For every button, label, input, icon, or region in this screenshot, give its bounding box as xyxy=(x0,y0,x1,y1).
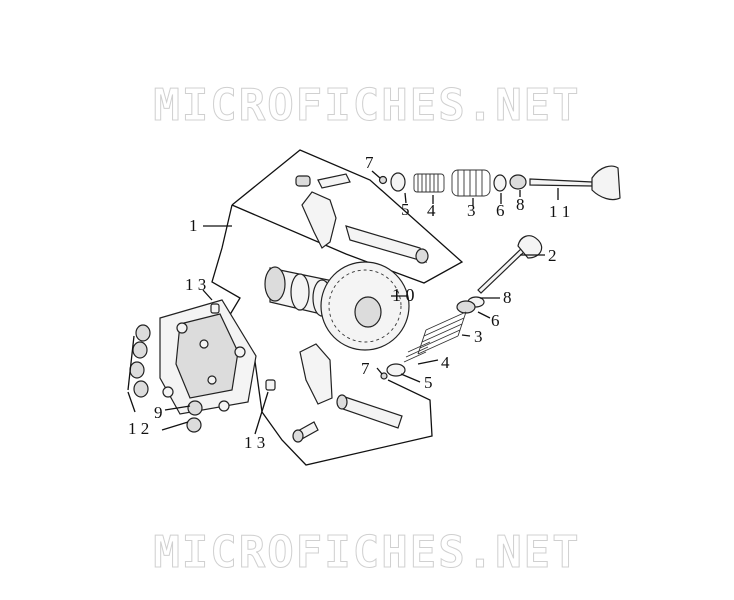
spring-outer-lower xyxy=(417,311,467,355)
watermark-bottom: MICROFICHES.NET xyxy=(153,527,581,579)
callout-7-lower: 7 xyxy=(361,359,370,378)
spring-inner-lower xyxy=(403,341,431,363)
callout-1: 1 xyxy=(189,216,198,235)
callout-7-upper: 7 xyxy=(365,153,374,172)
callout-6-upper: 6 xyxy=(496,201,505,220)
callout-4-lower: 4 xyxy=(441,353,450,372)
leader-lines xyxy=(127,170,559,435)
callout-8-upper: 8 xyxy=(516,195,525,214)
callout-2: 2 xyxy=(548,246,557,265)
callout-6-lower: 6 xyxy=(491,311,500,330)
callout-4-upper: 4 xyxy=(427,201,436,220)
watermark-top: MICROFICHES.NET xyxy=(153,80,581,132)
callout-5-upper: 5 xyxy=(401,200,410,219)
callout-3-lower: 3 xyxy=(474,327,483,346)
valve-train-lower xyxy=(380,296,485,380)
rocker-arm-upper xyxy=(295,173,429,264)
nuts-group xyxy=(129,303,276,433)
valve-lower xyxy=(477,235,543,294)
spring-inner-upper xyxy=(413,173,445,193)
callout-9: 9 xyxy=(154,403,163,422)
callout-3-upper: 3 xyxy=(467,201,476,220)
callout-13-lower: 1 3 xyxy=(244,433,265,452)
callout-11: 1 1 xyxy=(549,202,570,221)
rocker-arm-lower xyxy=(292,343,403,443)
callout-5-lower: 5 xyxy=(424,373,433,392)
callout-10: 1 0 xyxy=(392,285,415,305)
valve-train-upper xyxy=(378,165,621,201)
spring-outer-upper xyxy=(451,169,491,197)
callout-labels: 1 2 3 3 4 4 5 5 6 6 7 7 8 8 9 1 0 1 1 1 … xyxy=(128,153,570,452)
callout-12: 1 2 xyxy=(128,419,149,438)
callout-13-upper: 1 3 xyxy=(185,275,206,294)
camshaft-sprocket xyxy=(264,261,410,351)
callout-8-lower: 8 xyxy=(503,288,512,307)
cylinder-head-plate xyxy=(159,299,257,415)
